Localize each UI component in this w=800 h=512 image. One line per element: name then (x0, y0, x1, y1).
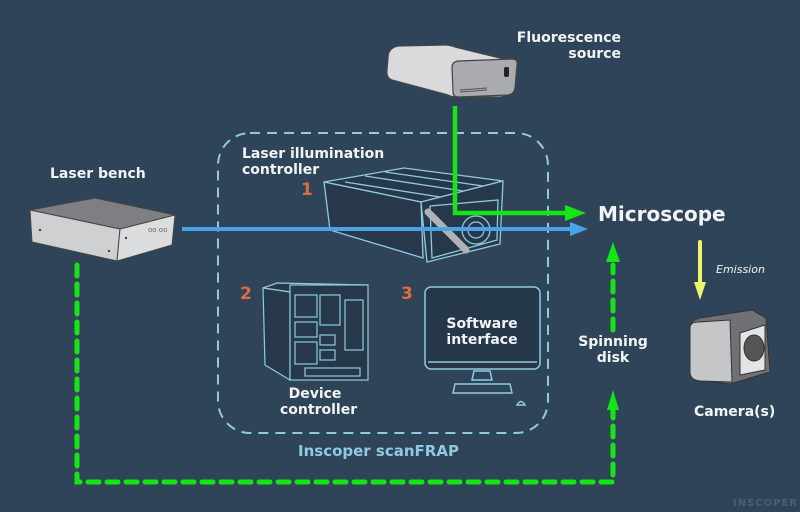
svg-text:oo oo: oo oo (148, 226, 167, 234)
fluorescence-source-label: Fluorescence source (497, 30, 621, 62)
monitor-device (424, 286, 541, 406)
spinning-disk-label: Spinning disk (577, 334, 649, 366)
emission-label: Emission (716, 263, 765, 276)
index-number-1: 1 (301, 180, 313, 200)
laser-bench-device: oo oo (29, 197, 176, 262)
label-line: controller (242, 162, 320, 178)
label-line: interface (446, 332, 518, 348)
system-name-label: Inscoper scanFRAP (298, 442, 459, 460)
camera-device (689, 309, 771, 385)
label-line: Device (288, 386, 342, 402)
label-line: source (568, 46, 621, 62)
emission-arrow (694, 240, 706, 300)
device-controller-device (262, 282, 369, 382)
label-line: Spinning (578, 334, 648, 350)
device-controller-label: Device controller (280, 386, 358, 418)
control-link (74, 242, 620, 485)
camera-label: Camera(s) (694, 404, 776, 420)
fluorescence-source-device (386, 44, 518, 98)
label-line: Software (446, 316, 518, 332)
label-line: disk (596, 350, 630, 366)
microscope-label: Microscope (598, 202, 726, 226)
watermark-logo: INSCOPER (733, 498, 798, 509)
laser-beam-arrow (182, 222, 588, 236)
index-number-2: 2 (240, 284, 252, 304)
label-line: controller (280, 402, 358, 418)
label-line: Laser illumination (242, 146, 385, 162)
system-boundary (217, 132, 549, 434)
fluorescence-beam-arrow (452, 106, 586, 221)
index-number-3: 3 (401, 284, 413, 304)
software-interface-label: Software interface (432, 316, 532, 348)
laser-bench-label: Laser bench (50, 166, 146, 182)
laser-controller-label: Laser illumination controller (242, 146, 384, 178)
label-line: Fluorescence (516, 30, 621, 46)
